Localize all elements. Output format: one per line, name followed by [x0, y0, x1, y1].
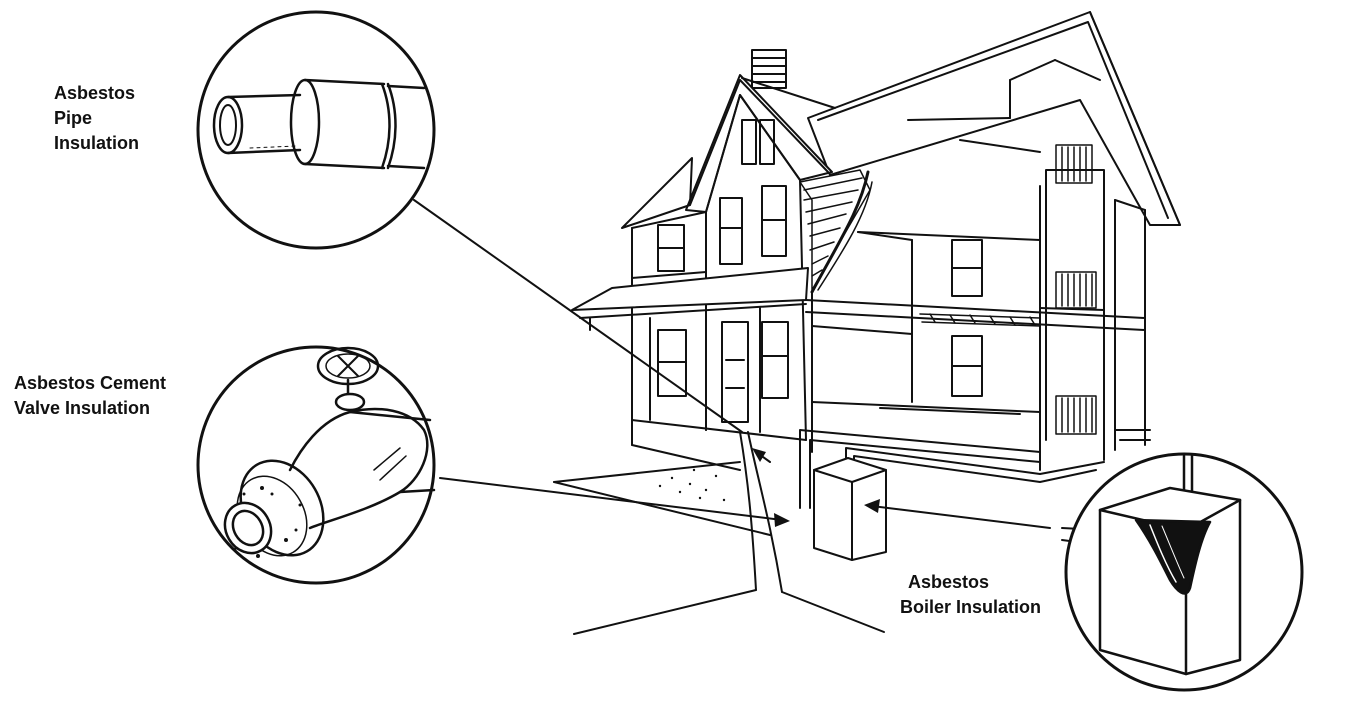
- boiler-label-line-1: Asbestos: [908, 570, 1041, 595]
- valve-callout-line: [440, 478, 782, 520]
- boiler-callout-line: [872, 506, 1050, 528]
- front-windows: [658, 120, 788, 422]
- pipe-callout-line: [414, 200, 742, 432]
- boiler-detail-circle: [1066, 454, 1302, 690]
- boiler-label-line-2: Boiler Insulation: [900, 595, 1041, 620]
- pipe-label-line-3: Insulation: [54, 131, 139, 156]
- valve-detail-circle: [198, 347, 434, 583]
- radiators: [1056, 145, 1096, 434]
- valve-insulation-label: Asbestos Cement Valve Insulation: [14, 371, 166, 421]
- valve-callout-arrowhead: [774, 513, 790, 527]
- boiler-insulation-label: Asbestos Boiler Insulation: [908, 570, 1041, 620]
- front-wall: [572, 95, 808, 445]
- valve-label-line-2: Valve Insulation: [14, 396, 166, 421]
- pipe-label-line-2: Pipe: [54, 106, 139, 131]
- brick-chimney: [800, 170, 872, 292]
- interior-windows: [952, 240, 982, 396]
- callout-lines: [414, 200, 1050, 528]
- pipe-detail-circle: [198, 12, 434, 248]
- front-gable-roof: [622, 75, 835, 228]
- pipe-label-line-1: Asbestos: [54, 81, 139, 106]
- pipe-insulation-label: Asbestos Pipe Insulation: [54, 81, 139, 156]
- valve-label-line-1: Asbestos Cement: [14, 371, 166, 396]
